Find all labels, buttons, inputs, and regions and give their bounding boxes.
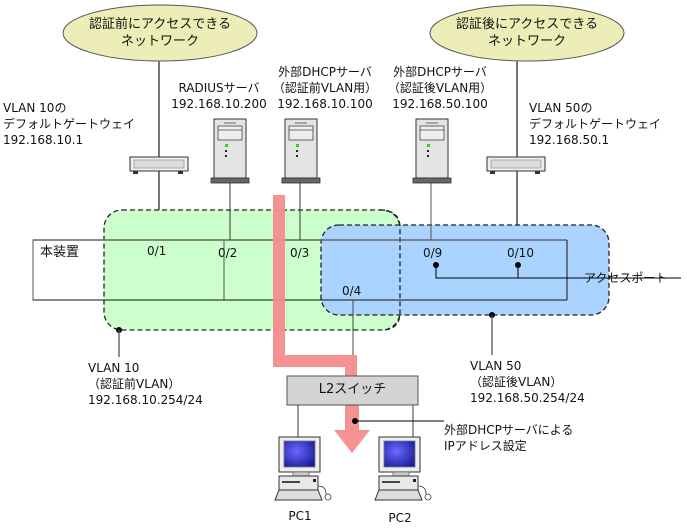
vlan10-type: （認証前VLAN） <box>88 377 181 391</box>
port-0-2: 0/2 <box>218 246 238 260</box>
vlan10-gateway-line1: VLAN 10の <box>3 101 67 115</box>
access-port-connector <box>435 265 681 279</box>
dhcp-post-server-name: 外部DHCPサーバ <box>393 65 487 79</box>
vlan50-type: （認証後VLAN） <box>470 375 563 389</box>
vlan10-gateway-line2: デフォルトゲートウェイ <box>3 117 136 131</box>
vlan50-subnet: 192.168.50.254/24 <box>470 391 585 405</box>
vlan50-region <box>320 224 610 316</box>
vlan50-gateway-ip: 192.168.50.1 <box>529 133 610 147</box>
pc2-label: PC2 <box>388 511 412 525</box>
port-0-3: 0/3 <box>290 246 310 260</box>
l2-switch <box>286 375 419 406</box>
gateway-router-vlan50 <box>486 156 546 174</box>
vlan50-gateway-line1: VLAN 50の <box>529 101 593 115</box>
port-0-10: 0/10 <box>507 246 534 260</box>
vlan50-gateway-label: VLAN 50の デフォルトゲートウェイ 192.168.50.1 <box>529 100 661 148</box>
pc1-label: PC1 <box>288 509 312 523</box>
radius-server <box>210 118 250 184</box>
dhcp-post-server-ip: 192.168.50.100 <box>392 97 488 111</box>
vlan50-name: VLAN 50 <box>470 359 522 373</box>
radius-server-ip: 192.168.10.200 <box>171 97 267 111</box>
dhcp-server-pre-auth <box>281 118 321 184</box>
dhcp-flow-arrow-down <box>334 405 370 453</box>
dhcp-pre-server-name: 外部DHCPサーバ <box>278 65 372 79</box>
gateway-router-vlan10 <box>129 156 189 174</box>
pre-auth-cloud-line1: 認証前にアクセスできる <box>88 17 232 32</box>
pc2-computer <box>374 436 432 501</box>
vlan10-region-overlap-border <box>379 209 401 331</box>
radius-server-name: RADIUSサーバ <box>178 81 260 95</box>
vlan10-subnet: 192.168.10.254/24 <box>88 393 203 407</box>
post-auth-network-cloud <box>429 4 625 62</box>
pre-auth-cloud-line2: ネットワーク <box>120 34 199 49</box>
port-0-1: 0/1 <box>147 244 167 258</box>
post-auth-cloud-line1: 認証後にアクセスできる <box>455 17 599 32</box>
vlan10-gateway-label: VLAN 10の デフォルトゲートウェイ 192.168.10.1 <box>3 100 135 148</box>
radius-server-label: RADIUSサーバ 192.168.10.200 <box>164 80 274 112</box>
port-0-4: 0/4 <box>342 284 362 298</box>
access-port-label: アクセスポート <box>584 271 668 285</box>
dhcp-pre-server-ip: 192.168.10.100 <box>277 97 373 111</box>
dhcp-pre-server-label: 外部DHCPサーバ （認証前VLAN用） 192.168.10.100 <box>270 64 380 112</box>
dhcp-note-line1: 外部DHCPサーバによる <box>444 423 574 437</box>
vlan10-gateway-ip: 192.168.10.1 <box>3 133 84 147</box>
device-label: 本装置 <box>40 245 80 260</box>
dhcp-note-line2: IPアドレス設定 <box>444 439 527 453</box>
dhcp-post-server-purpose: （認証後VLAN用） <box>387 81 493 95</box>
dhcp-pre-server-purpose: （認証前VLAN用） <box>272 81 378 95</box>
l2-switch-label: L2スイッチ <box>318 382 387 397</box>
vlan10-name: VLAN 10 <box>88 361 140 375</box>
post-auth-cloud-label: 認証後にアクセスできる ネットワーク <box>430 16 624 50</box>
dhcp-note: 外部DHCPサーバによる IPアドレス設定 <box>444 422 573 454</box>
port-0-9: 0/9 <box>423 246 443 260</box>
dhcp-server-post-auth <box>412 118 452 184</box>
dhcp-flow-arrow <box>273 195 357 376</box>
vlan10-label: VLAN 10 （認証前VLAN） 192.168.10.254/24 <box>88 360 203 408</box>
pc1-computer <box>274 436 332 501</box>
dhcp-post-server-label: 外部DHCPサーバ （認証後VLAN用） 192.168.50.100 <box>385 64 495 112</box>
vlan50-label: VLAN 50 （認証後VLAN） 192.168.50.254/24 <box>470 358 585 406</box>
vlan50-gateway-line2: デフォルトゲートウェイ <box>529 117 662 131</box>
pre-auth-cloud-label: 認証前にアクセスできる ネットワーク <box>63 16 257 50</box>
post-auth-cloud-line2: ネットワーク <box>487 34 566 49</box>
